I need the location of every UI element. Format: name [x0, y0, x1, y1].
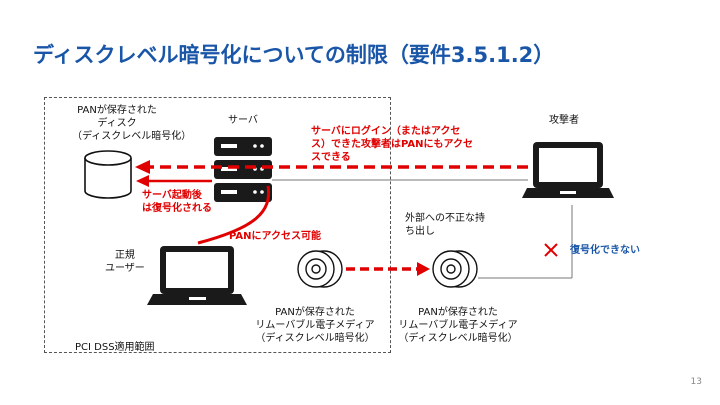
disk-label-line3: （ディスクレベル暗号化） — [72, 131, 192, 142]
attacker-note-line2: ス）できた攻撃者はPANにもアクセ — [311, 139, 474, 150]
disk-label-line1: PANが保存された — [77, 105, 157, 116]
media-inside-line2: リムーバブル電子メディア — [255, 320, 375, 331]
boot-note: サーバ起動後 は復号化される — [142, 189, 212, 215]
media-inside-icon — [297, 250, 343, 288]
pci-scope-boundary — [44, 97, 391, 353]
media-inside-line3: （ディスクレベル暗号化） — [255, 333, 375, 344]
server-label: サーバ — [228, 115, 258, 126]
attacker-note: サーバにログイン（またはアクセ ス）できた攻撃者はPANにもアクセ スできる — [311, 125, 473, 164]
user-label-line2: ユーザー — [105, 263, 145, 274]
attacker-note-line1: サーバにログイン（またはアクセ — [311, 126, 461, 137]
media-outside-line3: （ディスクレベル暗号化） — [398, 333, 518, 344]
boot-note-line1: サーバ起動後 — [142, 190, 202, 201]
disk-label: PANが保存された ディスク （ディスクレベル暗号化） — [72, 104, 192, 143]
server-icon — [214, 137, 272, 202]
user-laptop-icon — [147, 246, 247, 305]
decrypt-arrow — [136, 175, 212, 187]
page-number: 13 — [690, 377, 702, 387]
media-outside-label: PANが保存された リムーバブル電子メディア （ディスクレベル暗号化） — [393, 306, 523, 345]
attacker-note-line3: スできる — [311, 152, 351, 163]
media-outside-line1: PANが保存された — [418, 307, 498, 318]
page-title: ディスクレベル暗号化についての制限（要件3.5.1.2） — [33, 43, 555, 67]
attacker-laptop-icon — [522, 142, 614, 198]
disk-icon — [84, 150, 132, 199]
user-label: 正規 ユーザー — [105, 249, 145, 275]
user-label-line1: 正規 — [114, 250, 135, 261]
carry-out-line2: ち出し — [405, 226, 435, 237]
user-access-curve — [197, 185, 271, 245]
media-inside-line1: PANが保存された — [275, 307, 355, 318]
disk-label-line2: ディスク — [97, 118, 137, 129]
attacker-label: 攻撃者 — [549, 115, 579, 126]
pan-access-label: PANにアクセス可能 — [229, 231, 322, 242]
boot-note-line2: は復号化される — [142, 203, 212, 214]
media-inside-label: PANが保存された リムーバブル電子メディア （ディスクレベル暗号化） — [250, 306, 380, 345]
scope-label: PCI DSS適用範囲 — [75, 342, 155, 353]
carry-out-label: 外部への不正な持 ち出し — [405, 212, 485, 238]
media-outside-icon — [432, 250, 478, 288]
attacker-access-arrow — [135, 160, 528, 174]
media-outside-line2: リムーバブル電子メディア — [398, 320, 518, 331]
carry-out-line1: 外部への不正な持 — [405, 213, 485, 224]
carry-out-arrow — [346, 262, 430, 276]
blocked-x-icon — [544, 243, 558, 257]
cannot-decrypt-label: 復号化できない — [570, 245, 640, 256]
